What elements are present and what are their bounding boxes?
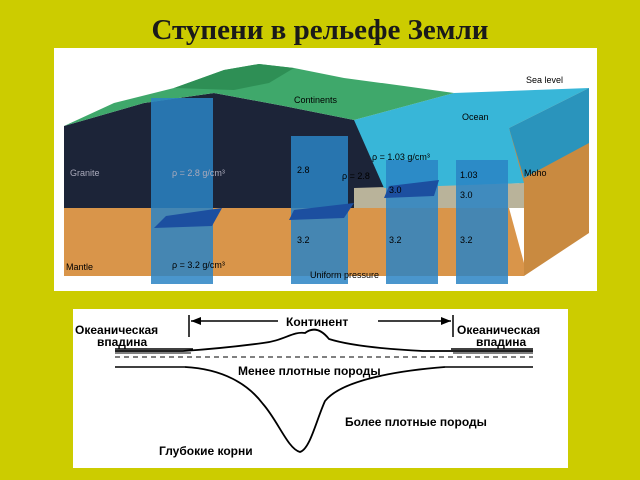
land-ridge [174,64,294,90]
col2-bottom-value: 3.2 [297,235,310,245]
arrowhead-right [441,317,451,325]
pressure-column-4 [456,160,508,284]
pressure-column-1 [151,98,213,284]
col4-mid-value: 3.0 [460,190,473,200]
crust-profile: Океаническая впадина Континент Океаничес… [73,309,568,468]
right-basin-label-2: впадина [476,335,527,349]
left-basin-label-2: впадина [97,335,148,349]
block-diagram: Sea level Continents Ocean Granite ρ = 2… [54,48,597,291]
continents-label: Continents [294,95,338,105]
continent-surface [115,328,533,352]
slide-title: Ступени в рельефе Земли [151,14,489,46]
deep-roots-label: Глубокие корни [159,444,253,458]
ocean-label: Ocean [462,112,489,122]
column-cap-1 [154,208,222,228]
granite-label: Granite [70,168,100,178]
col4-top-value: 1.03 [460,170,478,180]
less-dense-label: Менее плотные породы [238,364,381,378]
col3-top-value: 3.0 [389,185,402,195]
sea-level-label: Sea level [526,75,563,85]
mid-density: ρ = 2.8 [342,171,370,181]
land-surface [64,64,454,126]
mantle-label: Mantle [66,262,93,272]
arrowhead-left [191,317,201,325]
block-diagram-svg: Sea level Continents Ocean Granite ρ = 2… [64,64,589,284]
crust-profile-svg: Океаническая впадина Континент Океаничес… [75,315,540,458]
moho-label: Moho [524,168,547,178]
col2-top-value: 2.8 [297,165,310,175]
mantle-density: ρ = 3.2 g/cm³ [172,260,225,270]
col3-bottom-value: 3.2 [389,235,402,245]
column-cap-2 [289,203,354,220]
more-dense-label: Более плотные породы [345,415,487,429]
deep-root-curve [184,366,446,453]
water-density: ρ = 1.03 g/cm³ [372,152,430,162]
left-basin-label-1: Океаническая [75,323,158,337]
right-basin-label-1: Океаническая [457,323,540,337]
granite-density: ρ = 2.8 g/cm³ [172,168,225,178]
pressure-column-3 [386,160,438,284]
ocean-side-face [509,88,589,178]
column-cap-3 [384,180,439,198]
uniform-pressure-label: Uniform pressure [310,270,379,280]
continent-label: Континент [286,315,348,329]
col4-bottom-value: 3.2 [460,235,473,245]
